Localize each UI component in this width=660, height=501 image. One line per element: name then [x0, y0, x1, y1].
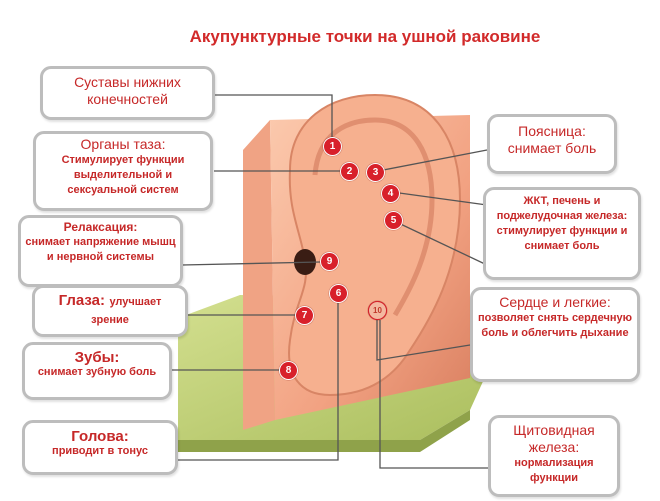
label-thyroid: Щитовидная железа: нормализация функции — [488, 415, 620, 497]
label-teeth-desc: снимает зубную боль — [37, 366, 157, 378]
label-eyes-desc: улучшает зрение — [91, 296, 162, 326]
label-pelvis-title: Органы таза: — [80, 136, 166, 152]
label-joints: Суставы нижних конечностей — [40, 66, 215, 120]
label-pelvis: Органы таза: Стимулирует функции выделит… — [33, 131, 213, 211]
label-gi: ЖКТ, печень и поджелудочная железа: стим… — [483, 187, 641, 280]
point-7: 7 — [295, 306, 314, 325]
point-2: 2 — [340, 162, 359, 181]
label-relax-title: Релаксация: — [63, 220, 138, 234]
label-lumbar: Поясница: снимает боль — [487, 114, 617, 174]
label-heart-desc: позволяет снять сердечную боль и облегчи… — [477, 312, 632, 339]
label-heart-title: Сердце и легкие: — [499, 294, 611, 310]
point-8: 8 — [279, 361, 298, 380]
point-9: 9 — [320, 252, 339, 271]
label-eyes-title: Глаза: — [58, 292, 105, 309]
label-joints-title: Суставы нижних конечностей — [74, 74, 181, 107]
point-3: 3 — [366, 163, 385, 182]
point-5: 5 — [384, 211, 403, 230]
label-teeth: Зубы: снимает зубную боль — [22, 342, 172, 400]
label-lumbar-title: Поясница: — [518, 123, 586, 139]
ear-shape — [288, 93, 462, 397]
label-pelvis-desc: Стимулирует функции выделительной и секс… — [61, 154, 185, 196]
label-head: Голова: приводит в тонус — [22, 420, 178, 475]
label-teeth-title: Зубы: — [74, 349, 120, 366]
label-relax: Релаксация: снимает напряжение мышц и не… — [18, 215, 183, 287]
label-eyes: Глаза: улучшает зрение — [32, 285, 188, 337]
label-heart: Сердце и легкие: позволяет снять сердечн… — [470, 287, 640, 382]
label-relax-desc: снимает напряжение мышц и нервной систем… — [25, 236, 176, 263]
label-head-title: Голова: — [71, 428, 129, 445]
point-6: 6 — [329, 284, 348, 303]
point-4: 4 — [381, 184, 400, 203]
label-thyroid-desc: нормализация функции — [514, 457, 594, 484]
label-gi-desc: ЖКТ, печень и поджелудочная железа: стим… — [496, 195, 628, 252]
label-head-desc: приводит в тонус — [52, 445, 148, 457]
label-lumbar-desc: снимает боль — [507, 140, 597, 156]
point-10: 10 — [368, 301, 387, 320]
page-title: Акупунктурные точки на ушной раковине — [189, 27, 541, 46]
label-thyroid-title: Щитовидная железа: — [513, 422, 595, 455]
point-1: 1 — [323, 137, 342, 156]
head-block — [243, 120, 275, 430]
